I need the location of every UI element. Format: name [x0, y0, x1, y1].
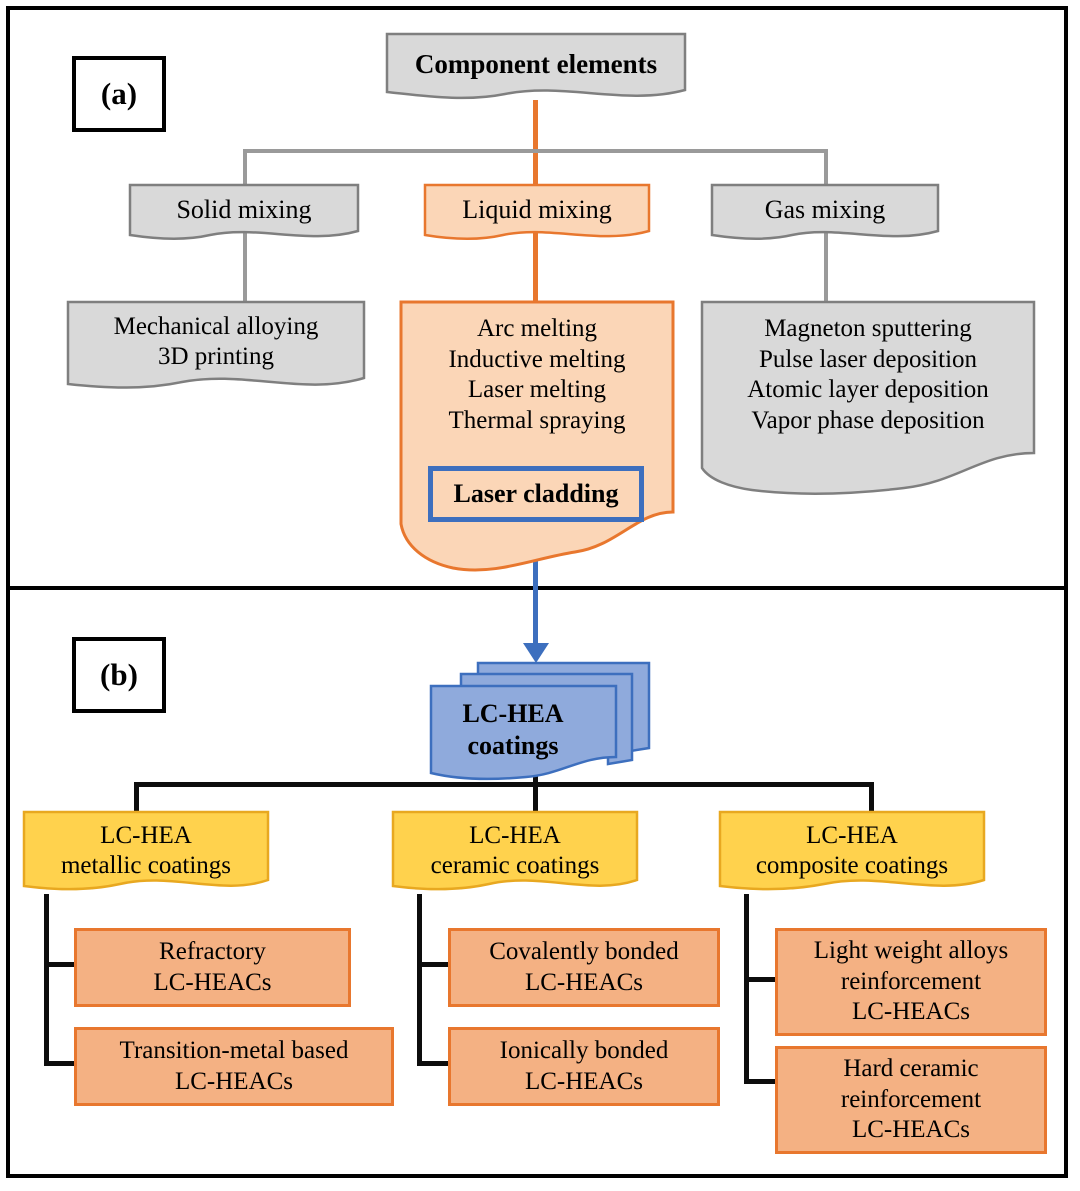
- connector-metallic-spine: [44, 894, 49, 1066]
- node-lc-hea-metallic-coatings-label: LC-HEA metallic coatings: [60, 821, 232, 880]
- connector-metallic-child-2: [44, 1061, 80, 1066]
- connector-bus-b-left-drop: [134, 782, 139, 814]
- document-shape: [128, 183, 360, 240]
- node-light-weight-alloys-reinforcement-lc-heacs[interactable]: Light weight alloys reinforcement LC-HEA…: [775, 928, 1047, 1036]
- node-laser-cladding[interactable]: Laser cladding: [428, 466, 644, 522]
- node-transition-metal-based-lc-heacs-label: Transition-metal based LC-HEACs: [119, 1037, 349, 1095]
- node-solid-mixing[interactable]: Solid mixing: [128, 183, 360, 245]
- node-lc-hea-coatings-label: LC-HEA coatings: [462, 699, 564, 760]
- node-ionically-bonded-lc-heacs[interactable]: Ionically bonded LC-HEACs: [448, 1027, 720, 1106]
- node-hard-ceramic-reinforcement-lc-heacs[interactable]: Hard ceramic reinforcement LC-HEACs: [775, 1046, 1047, 1154]
- connector-composite-child-1: [744, 977, 780, 982]
- node-gas-methods[interactable]: Magneton sputtering Pulse laser depositi…: [700, 300, 1036, 495]
- document-shape: [700, 300, 1036, 495]
- panel-tag-a: (a): [72, 56, 166, 132]
- node-refractory-lc-heacs-label: Refractory LC-HEACs: [153, 938, 272, 996]
- stacked-document-shape: [429, 661, 651, 781]
- node-laser-cladding-label: Laser cladding: [453, 479, 619, 509]
- node-gas-mixing-label: Gas mixing: [764, 195, 886, 225]
- connector-bus-b: [134, 782, 874, 787]
- panel-tag-b-label: (b): [100, 657, 138, 692]
- connector-root-to-liquid: [533, 100, 538, 190]
- connector-ceramic-child-1: [417, 962, 453, 967]
- node-light-weight-alloys-reinforcement-lc-heacs-label: Light weight alloys reinforcement LC-HEA…: [813, 937, 1009, 1026]
- connector-coatings-trunk: [533, 762, 538, 812]
- node-component-elements-label: Component elements: [414, 48, 658, 79]
- connector-ceramic-child-2: [417, 1061, 453, 1066]
- connector-liquid-mid: [533, 232, 538, 304]
- document-shape: [423, 183, 651, 241]
- node-liquid-methods[interactable]: Arc melting Inductive melting Laser melt…: [399, 300, 675, 572]
- node-covalently-bonded-lc-heacs[interactable]: Covalently bonded LC-HEACs: [448, 928, 720, 1007]
- node-solid-methods-label: Mechanical alloying 3D printing: [113, 312, 319, 371]
- node-lc-hea-ceramic-coatings-label: LC-HEA ceramic coatings: [430, 821, 600, 880]
- connector-composite-child-2: [744, 1079, 780, 1084]
- node-gas-mixing[interactable]: Gas mixing: [710, 183, 940, 245]
- node-lc-hea-composite-coatings[interactable]: LC-HEA composite coatings: [718, 810, 986, 906]
- node-refractory-lc-heacs[interactable]: Refractory LC-HEACs: [74, 928, 351, 1007]
- node-covalently-bonded-lc-heacs-label: Covalently bonded LC-HEACs: [489, 938, 679, 996]
- connector-bus-a: [243, 149, 828, 153]
- connector-ceramic-spine: [417, 894, 422, 1066]
- document-shape: [391, 810, 639, 891]
- connector-bus-b-right-drop: [869, 782, 874, 814]
- node-component-elements[interactable]: Component elements: [385, 32, 687, 104]
- connector-laser-cladding-to-coatings: [533, 520, 538, 647]
- connector-bus-a-right-drop: [824, 149, 828, 191]
- document-shape: [66, 300, 366, 389]
- node-lc-hea-coatings[interactable]: LC-HEA coatings: [428, 660, 652, 782]
- figure-outer-frame: [6, 6, 1068, 1178]
- node-lc-hea-metallic-coatings[interactable]: LC-HEA metallic coatings: [22, 810, 270, 906]
- connector-metallic-child-1: [44, 962, 80, 967]
- arrow-head-icon: [523, 643, 549, 663]
- connector-composite-spine: [744, 894, 749, 1084]
- document-shape: [22, 810, 270, 891]
- node-liquid-mixing-label: Liquid mixing: [462, 195, 612, 225]
- connector-gas-to-methods: [824, 232, 828, 304]
- node-ionically-bonded-lc-heacs-label: Ionically bonded LC-HEACs: [499, 1037, 669, 1095]
- node-liquid-methods-label: Arc melting Inductive melting Laser melt…: [448, 315, 626, 434]
- document-shape: [718, 810, 986, 891]
- node-hard-ceramic-reinforcement-lc-heacs-label: Hard ceramic reinforcement LC-HEACs: [840, 1055, 982, 1144]
- document-shape: [385, 32, 687, 100]
- node-lc-hea-ceramic-coatings[interactable]: LC-HEA ceramic coatings: [391, 810, 639, 906]
- node-transition-metal-based-lc-heacs[interactable]: Transition-metal based LC-HEACs: [74, 1027, 394, 1106]
- node-gas-methods-label: Magneton sputtering Pulse laser depositi…: [747, 315, 989, 434]
- node-solid-methods[interactable]: Mechanical alloying 3D printing: [66, 300, 366, 400]
- panel-tag-b: (b): [72, 637, 166, 713]
- panel-tag-a-label: (a): [100, 76, 138, 111]
- node-solid-mixing-label: Solid mixing: [176, 195, 312, 225]
- node-lc-hea-composite-coatings-label: LC-HEA composite coatings: [755, 821, 949, 880]
- connector-bus-a-left-drop: [243, 149, 247, 191]
- connector-solid-to-methods: [243, 232, 247, 304]
- node-liquid-mixing[interactable]: Liquid mixing: [423, 183, 651, 245]
- document-shape: [710, 183, 940, 240]
